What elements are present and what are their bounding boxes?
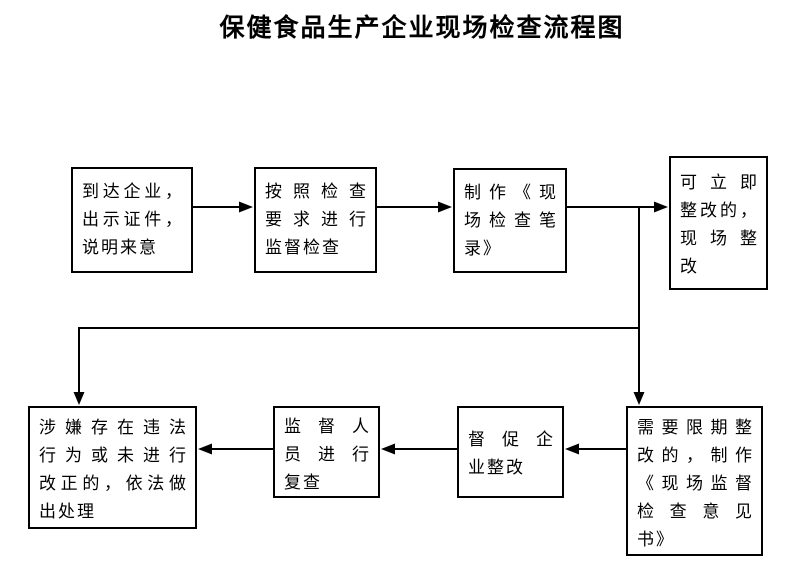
node-arrive-enterprise: 到达企业，出示证件，说明来意 — [71, 167, 193, 273]
edge-record-punish — [73, 327, 639, 405]
node-immediate-rectification: 可立即整改的，现场整改 — [669, 156, 768, 290]
node-deadline-rectification-opinion: 需要限期整改的，制作《现场监督检查意见书》 — [626, 406, 763, 556]
edge-urge-recheck — [381, 443, 457, 455]
node-supervision-inspection: 按照检查要求进行监督检查 — [254, 167, 377, 273]
edge-recheck-punish — [198, 443, 273, 455]
node-make-inspection-record: 制作《现场检查笔录》 — [453, 168, 567, 273]
node-supervisor-recheck: 监督人员进行复查 — [273, 406, 380, 498]
node-urge-rectification: 督促企业整改 — [457, 406, 564, 498]
edge-deadline-urge — [565, 443, 626, 455]
diagram-title: 保健食品生产企业现场检查流程图 — [219, 13, 625, 42]
edge-record-deadline — [633, 207, 645, 405]
edge-arrive-inspect — [193, 201, 253, 213]
node-handle-by-law: 涉嫌存在违法行为或未进行改正的，依法做出处理 — [28, 406, 197, 529]
edge-record-immediate — [567, 201, 668, 213]
edge-inspect-record — [377, 201, 452, 213]
